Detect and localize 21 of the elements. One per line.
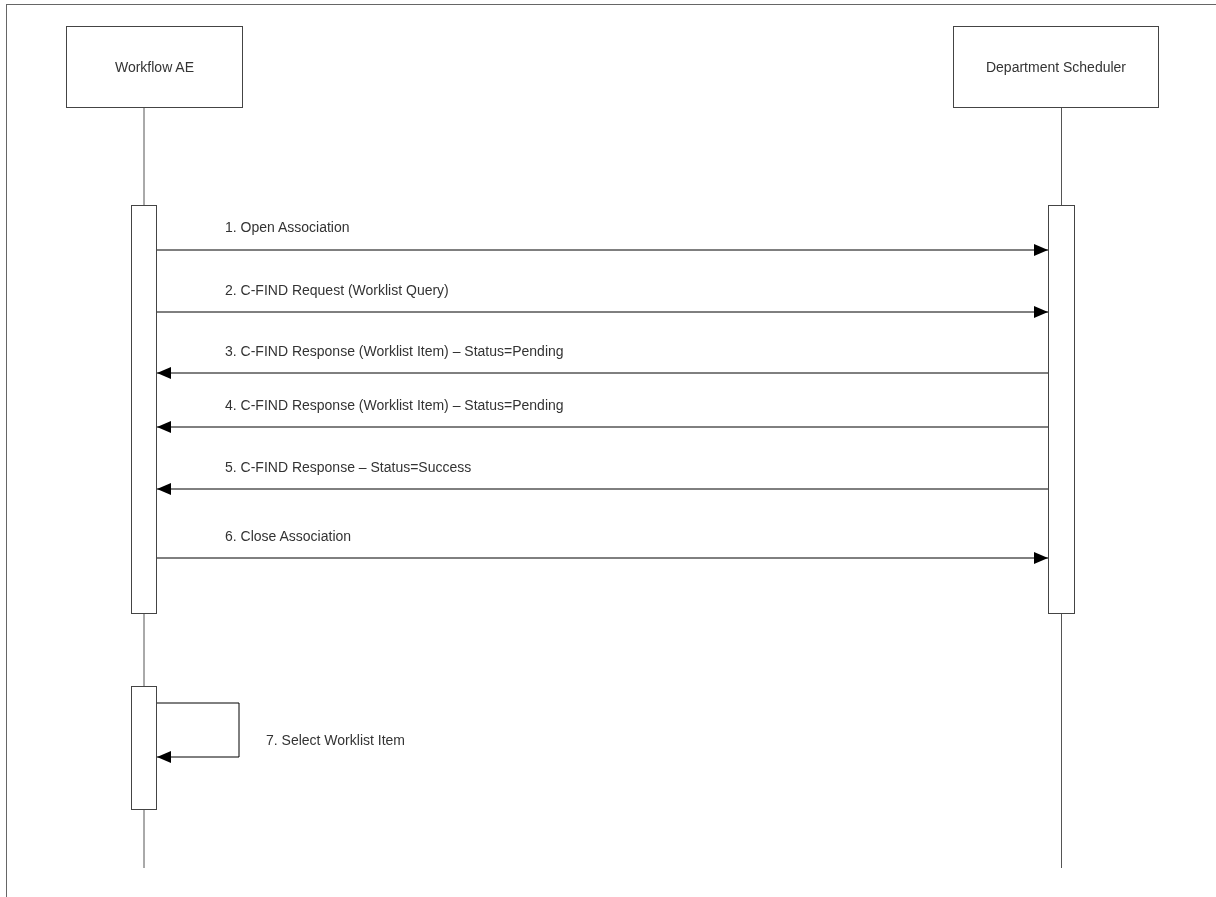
activation-bar — [131, 205, 157, 614]
activation-bar — [1048, 205, 1075, 614]
lifeline — [143, 613, 145, 687]
edge-label: 4. C-FIND Response (Worklist Item) – Status=Pending — [225, 396, 564, 414]
lifeline-header-box — [66, 26, 243, 108]
activation-bar — [131, 686, 157, 810]
message-arrow — [156, 367, 1049, 379]
lifeline — [1061, 107, 1062, 206]
message-arrow — [156, 421, 1049, 433]
message-arrow — [156, 483, 1049, 495]
participant-name: Department Scheduler — [985, 59, 1127, 75]
edge-label: 3. C-FIND Response (Worklist Item) – Status=Pending — [225, 342, 564, 360]
edge-label: 1. Open Association — [225, 218, 350, 236]
participant-name: Workflow AE — [114, 59, 195, 75]
edge-label: 2. C-FIND Request (Worklist Query) — [225, 281, 449, 299]
message-arrow — [156, 306, 1049, 318]
message-arrow — [156, 552, 1049, 564]
message-arrow — [156, 244, 1049, 256]
lifeline-header-box — [953, 26, 1159, 108]
lifeline — [143, 107, 145, 206]
message-arrow — [156, 702, 240, 763]
